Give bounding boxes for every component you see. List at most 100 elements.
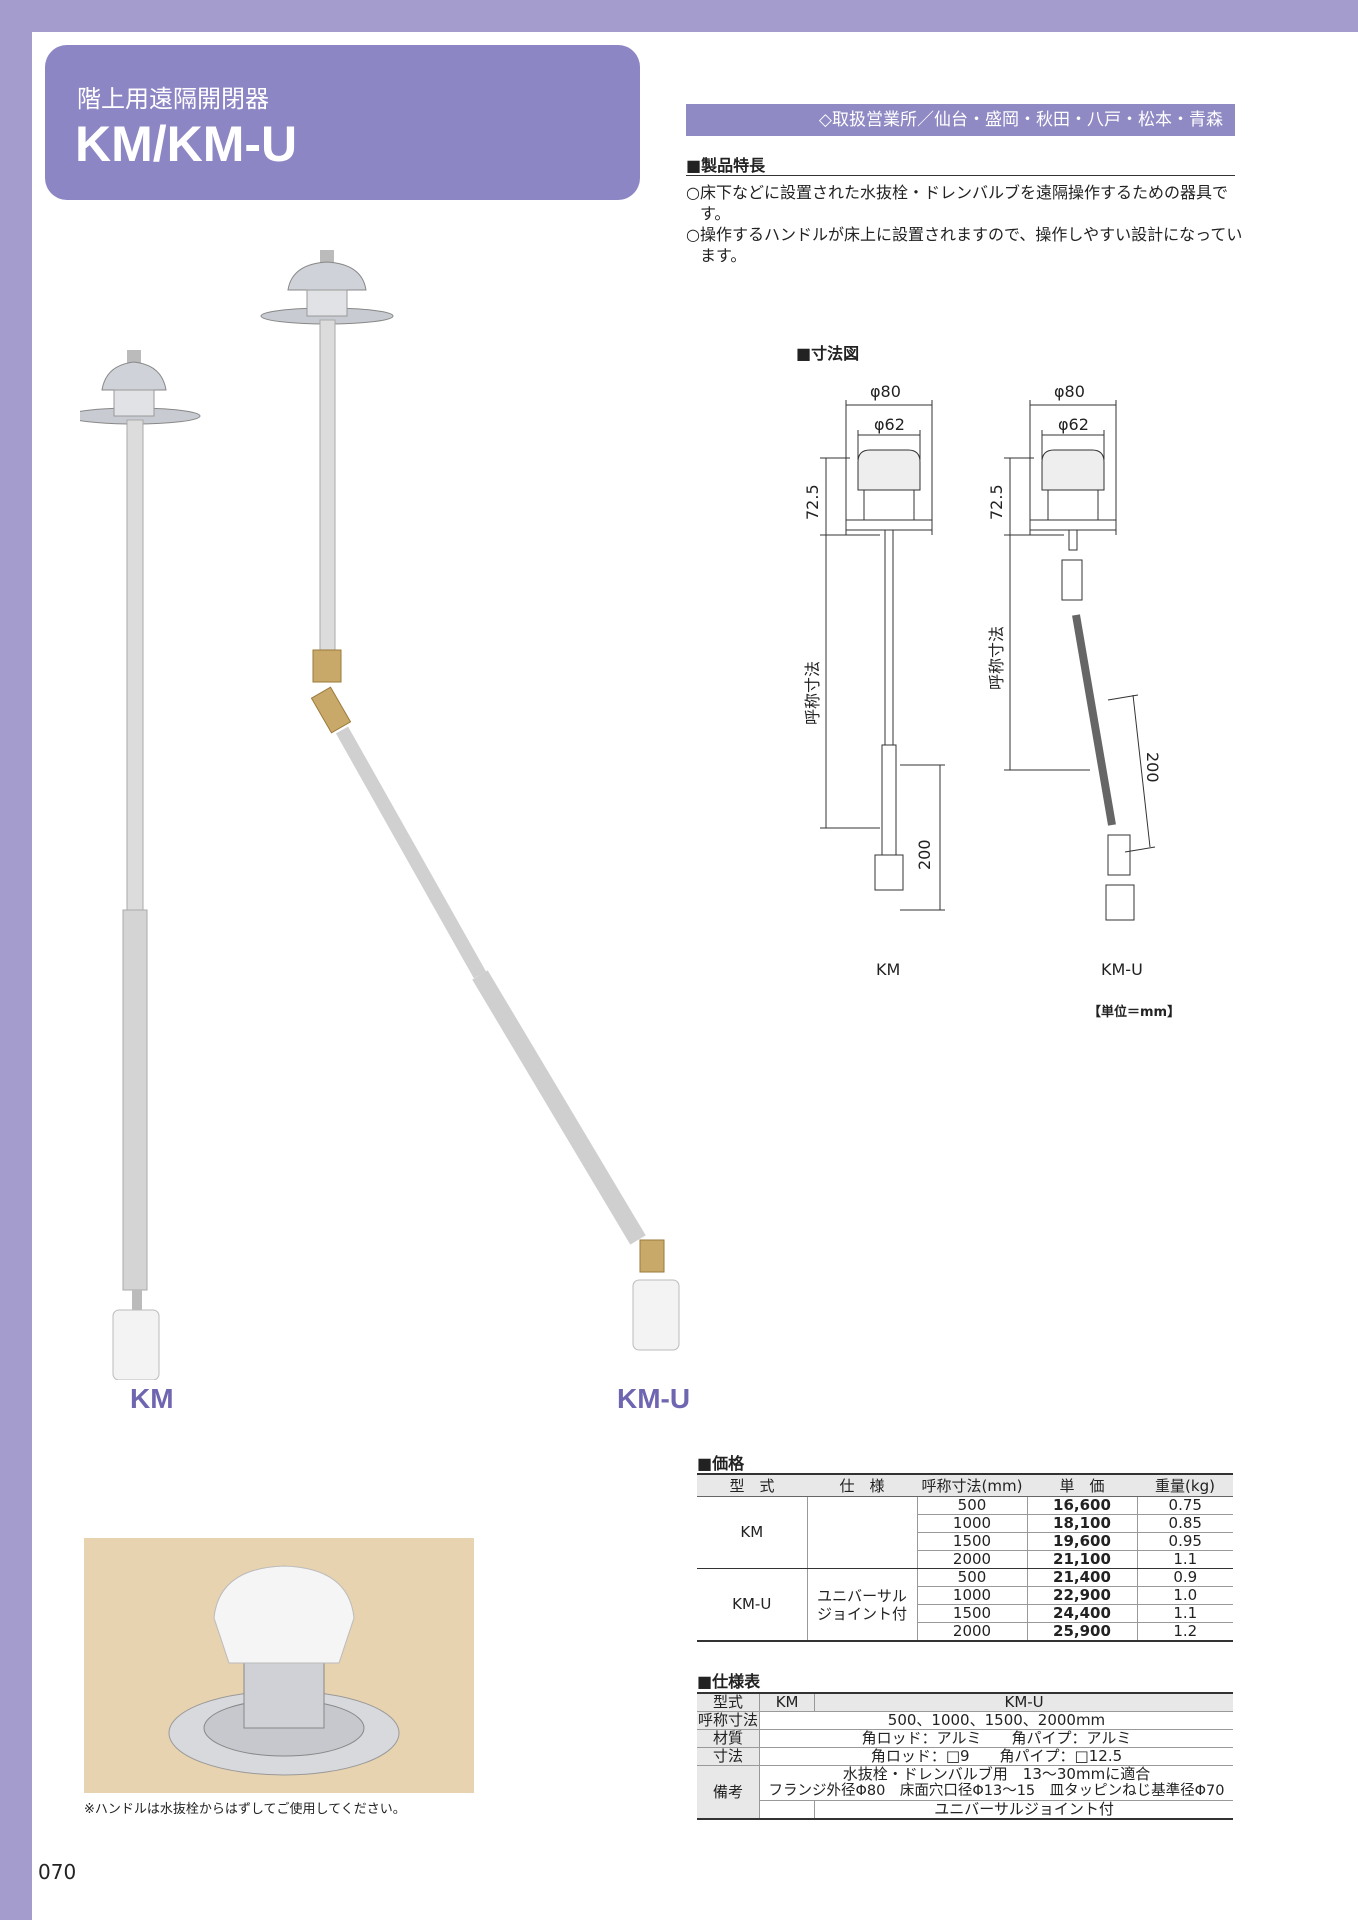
km-outer-diameter: φ80 (870, 382, 901, 401)
kmu-model-cell: KM-U (697, 1568, 807, 1642)
table-row: フランジ外径Φ80 床面穴口径Φ13〜15 皿タッピンねじ基準径Φ70 (697, 1783, 1233, 1801)
spec-model-km: KM (758, 1692, 815, 1712)
kmu-spec-line1: ユニバーサル (817, 1586, 907, 1605)
feature-item: ○床下などに設置された水抜栓・ドレンバルブを遠隔操作するための器具です。 (686, 183, 1228, 223)
title-box: 階上用遠隔開閉器 KM/KM-U (45, 45, 640, 200)
spec-size-value: 500、1000、1500、2000mm (759, 1711, 1233, 1730)
feature-item: ○操作するハンドルが床上に設置されますので、操作しやすい設計になっています。 (686, 225, 1243, 265)
product-title: KM/KM-U (75, 116, 298, 172)
kmu-photo-label: KM-U (617, 1383, 691, 1414)
spec-material-value: 角ロッド：アルミ 角パイプ：アルミ (759, 1729, 1233, 1748)
price-cell: 24,400 (1026, 1604, 1137, 1623)
size-cell: 1000 (916, 1586, 1027, 1605)
kmu-nominal-size: 呼称寸法 (987, 626, 1006, 690)
size-cell: 500 (916, 1496, 1027, 1515)
weight-cell: 1.1 (1136, 1550, 1233, 1569)
size-cell: 1000 (916, 1514, 1027, 1533)
page-number: 070 (38, 1860, 77, 1884)
table-row: KM 500 16,600 0.75 (697, 1496, 1233, 1569)
table-row: 型式 KM KM-U (697, 1692, 1233, 1712)
kmu-bottom-length: 200 (1143, 752, 1162, 783)
km-model-cell: KM (697, 1496, 807, 1569)
price-cell: 16,600 (1026, 1496, 1137, 1515)
col-model: 型 式 (697, 1473, 807, 1497)
table-row: 材質 角ロッド：アルミ 角パイプ：アルミ (697, 1729, 1233, 1748)
price-cell: 19,600 (1026, 1532, 1137, 1551)
table-row: ユニバーサルジョイント付 (697, 1800, 1233, 1820)
size-cell: 1500 (916, 1604, 1027, 1623)
table-row: 1500 24,400 1.1 (697, 1604, 1233, 1623)
weight-cell: 1.0 (1136, 1586, 1233, 1605)
kmu-drawing-label: KM-U (1101, 960, 1143, 979)
kmu-outer-diameter: φ80 (1054, 382, 1085, 401)
size-cell: 2000 (916, 1622, 1027, 1642)
spec-table: 型式 KM KM-U 呼称寸法 500、1000、1500、2000mm 材質 … (697, 1692, 1233, 1820)
kmu-spec-cell: ユニバーサル ジョイント付 (806, 1568, 917, 1642)
branch-offices: ◇取扱営業所／仙台・盛岡・秋田・八戸・松本・青森 (686, 104, 1235, 136)
price-cell: 18,100 (1026, 1514, 1137, 1533)
kmu-spec-line2: ジョイント付 (816, 1604, 907, 1623)
table-row: 2000 21,100 1.1 (697, 1550, 1233, 1569)
km-photo-label: KM (130, 1383, 174, 1414)
spec-heading: ■仕様表 (697, 1672, 761, 1691)
spec-note-line2: フランジ外径Φ80 床面穴口径Φ13〜15 皿タッピンねじ基準径Φ70 (759, 1783, 1233, 1801)
left-band (0, 0, 32, 1920)
spec-note-label: 備考 (697, 1765, 760, 1820)
price-header-row: 型 式 仕 様 呼称寸法(mm) 単 価 重量(kg) (697, 1473, 1233, 1497)
weight-cell: 1.1 (1136, 1604, 1233, 1623)
weight-cell: 0.75 (1136, 1496, 1233, 1515)
size-cell: 2000 (916, 1550, 1027, 1569)
price-cell: 25,900 (1026, 1622, 1137, 1642)
km-bottom-length: 200 (915, 839, 934, 870)
spec-size-label: 呼称寸法 (697, 1711, 760, 1730)
product-category: 階上用遠隔開閉器 (77, 85, 269, 113)
spec-dim-value: 角ロッド：□9 角パイプ：□12.5 (759, 1747, 1233, 1766)
spec-note-empty (758, 1800, 815, 1820)
table-row: 寸法 角ロッド：□9 角パイプ：□12.5 (697, 1747, 1233, 1766)
col-size: 呼称寸法(mm) (917, 1473, 1027, 1497)
price-heading: ■価格 (697, 1454, 745, 1473)
product-photo (80, 250, 680, 1380)
spec-model-kmu: KM-U (814, 1692, 1233, 1712)
table-row: 2000 25,900 1.2 (697, 1622, 1233, 1642)
km-nominal-size: 呼称寸法 (803, 661, 822, 725)
price-cell: 21,400 (1026, 1568, 1137, 1587)
table-row: 1000 18,100 0.85 (697, 1514, 1233, 1533)
km-spec-cell (806, 1496, 917, 1569)
weight-cell: 0.9 (1136, 1568, 1233, 1587)
spec-model-label: 型式 (697, 1692, 760, 1712)
km-inner-diameter: φ62 (874, 415, 905, 434)
table-row: 備考 水抜栓・ドレンバルブ用 13〜30mmに適合 (697, 1765, 1233, 1820)
spec-material-label: 材質 (697, 1729, 760, 1748)
col-price: 単 価 (1027, 1473, 1137, 1497)
features-heading: ■製品特長 (686, 156, 766, 175)
handle-note: ※ハンドルは水抜栓からはずしてご使用してください。 (84, 1802, 406, 1817)
table-row: KM-U ユニバーサル ジョイント付 500 21,400 0.9 (697, 1568, 1233, 1642)
price-table: 型 式 仕 様 呼称寸法(mm) 単 価 重量(kg) KM 500 16,60… (697, 1473, 1233, 1642)
weight-cell: 1.2 (1136, 1622, 1233, 1642)
kmu-product-image (260, 250, 680, 1351)
features-rule (686, 175, 1235, 176)
table-row: 1000 22,900 1.0 (697, 1586, 1233, 1605)
table-row: 呼称寸法 500、1000、1500、2000mm (697, 1711, 1233, 1730)
spec-dim-label: 寸法 (697, 1747, 760, 1766)
handle-photo (84, 1538, 474, 1793)
col-weight: 重量(kg) (1137, 1473, 1233, 1497)
weight-cell: 0.95 (1136, 1532, 1233, 1551)
km-top-height: 72.5 (803, 484, 822, 520)
features-list: ○床下などに設置された水抜栓・ドレンバルブを遠隔操作するための器具です。 ○操作… (686, 182, 1246, 266)
col-spec: 仕 様 (807, 1473, 917, 1497)
km-drawing-label: KM (876, 960, 900, 979)
unit-note: 【単位＝mm】 (1088, 1005, 1181, 1020)
price-cell: 22,900 (1026, 1586, 1137, 1605)
price-cell: 21,100 (1026, 1550, 1137, 1569)
kmu-inner-diameter: φ62 (1058, 415, 1089, 434)
top-band (0, 0, 1358, 32)
table-row: 1500 19,600 0.95 (697, 1532, 1233, 1551)
spec-note-line3: ユニバーサルジョイント付 (814, 1800, 1233, 1820)
spec-note-line1: 水抜栓・ドレンバルブ用 13〜30mmに適合 (759, 1765, 1233, 1783)
weight-cell: 0.85 (1136, 1514, 1233, 1533)
dimensions-heading: ■寸法図 (796, 344, 860, 363)
size-cell: 1500 (916, 1532, 1027, 1551)
size-cell: 500 (916, 1568, 1027, 1587)
